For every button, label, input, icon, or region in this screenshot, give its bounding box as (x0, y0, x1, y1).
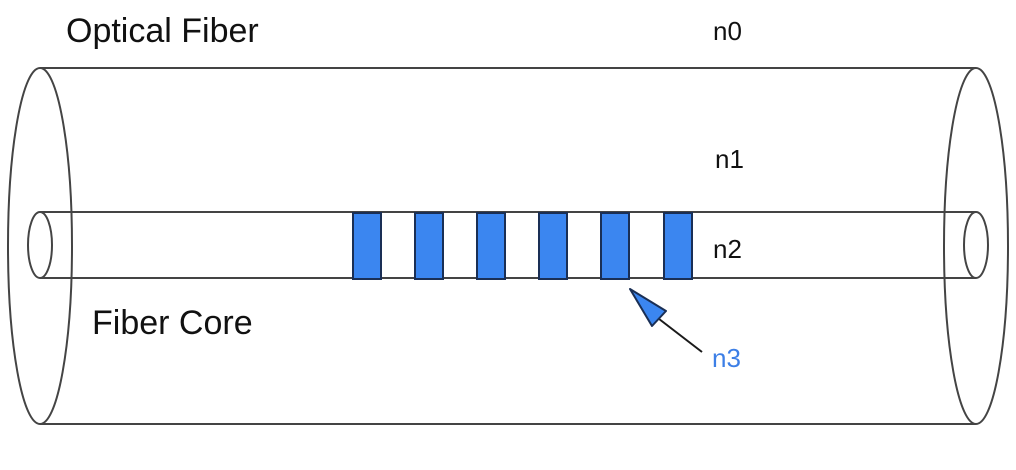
outer-left-end (7, 67, 73, 425)
outer-fiber-cylinder (7, 67, 1009, 425)
grating-block (352, 212, 382, 280)
fiber-core-label: Fiber Core (92, 304, 253, 342)
fiber-core-cylinder (27, 211, 989, 279)
core-left-end (27, 211, 53, 279)
outer-right-end (943, 67, 1009, 425)
n2-label: n2 (713, 234, 742, 264)
core-right-end (963, 211, 989, 279)
grating-block (663, 212, 693, 280)
grating-block (414, 212, 444, 280)
grating-block (538, 212, 568, 280)
n1-label: n1 (715, 144, 744, 174)
optical-fiber-label: Optical Fiber (66, 12, 259, 50)
n3-label: n3 (712, 343, 741, 373)
bragg-grating (352, 212, 693, 280)
n3-pointer-arrow (629, 288, 703, 353)
n0-label: n0 (713, 16, 742, 46)
grating-block (476, 212, 506, 280)
grating-block (600, 212, 630, 280)
arrow-head (629, 288, 667, 327)
